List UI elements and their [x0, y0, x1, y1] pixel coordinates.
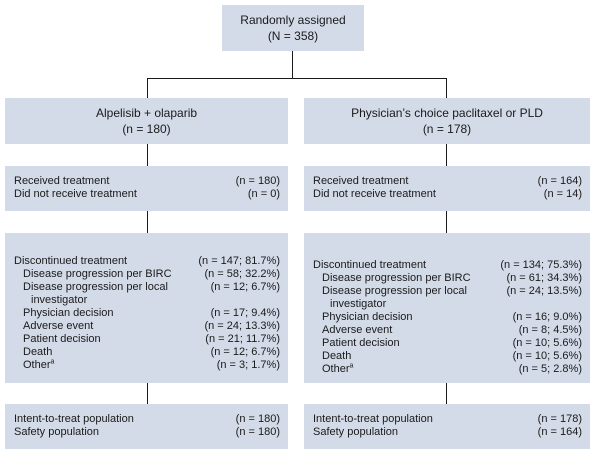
arm-right-n: (n = 178) — [422, 122, 472, 136]
arm-left-box: Alpelisib + olaparib (n = 180) — [5, 98, 288, 144]
left-reason-value: (n = 12; 6.7%) — [210, 281, 280, 293]
left-safety-label: Safety population — [14, 426, 100, 438]
right-reason-value: (n = 16; 9.0%) — [512, 311, 582, 323]
connector-right-2 — [446, 211, 447, 233]
right-received-value: (n = 164) — [537, 175, 582, 187]
left-population-box: Intent-to-treat population (n = 180) Saf… — [5, 404, 288, 449]
connector-left-down — [147, 78, 148, 98]
left-discontinued-box: Discontinued treatment (n = 147; 81.7%) … — [5, 233, 288, 383]
right-treatment-box: Received treatment (n = 164) Did not rec… — [304, 166, 590, 211]
root-title: Randomly assigned — [240, 13, 346, 27]
left-not-received-label: Did not receive treatment — [14, 188, 137, 200]
right-reason-label: Patient decision — [322, 337, 400, 349]
left-reason-label-cont: investigator — [31, 294, 88, 306]
arm-right-name: Physician’s choice paclitaxel or PLD — [351, 106, 543, 120]
left-itt-label: Intent-to-treat population — [14, 413, 134, 425]
right-reason-label-cont: investigator — [330, 298, 387, 310]
arm-left-n: (n = 180) — [122, 122, 171, 136]
right-safety-label: Safety population — [313, 426, 399, 438]
left-reason-label: Physician decision — [23, 307, 114, 319]
left-treatment-box: Received treatment (n = 180) Did not rec… — [5, 166, 288, 211]
right-not-received-value: (n = 14) — [543, 188, 582, 200]
right-reason-other: Othera — [322, 362, 354, 376]
left-reason-value: (n = 12; 6.7%) — [210, 346, 280, 358]
right-reason-value: (n = 5; 2.8%) — [518, 363, 582, 375]
right-discontinued-label: Discontinued treatment — [313, 259, 427, 271]
left-received-value: (n = 180) — [235, 175, 280, 187]
root-n: (N = 358) — [267, 29, 319, 43]
left-reason-label: Death — [23, 346, 53, 358]
left-reason-value: (n = 24; 13.3%) — [204, 320, 280, 332]
left-discontinued-label: Discontinued treatment — [14, 255, 128, 267]
right-reason-value: (n = 8; 4.5%) — [518, 324, 582, 336]
connector-right-down — [446, 78, 447, 98]
right-reason-value: (n = 10; 5.6%) — [512, 350, 582, 362]
left-reason-label: Other — [23, 359, 51, 371]
left-reason-label: Patient decision — [23, 333, 101, 345]
right-reason-label: Death — [322, 350, 352, 362]
left-reason-label: Disease progression per BIRC — [23, 268, 172, 280]
right-not-received-label: Did not receive treatment — [313, 188, 436, 200]
left-not-received-value: (n = 0) — [247, 188, 280, 200]
root-box: Randomly assigned (N = 358) — [222, 5, 364, 51]
connector-left-1 — [147, 144, 148, 166]
left-itt-value: (n = 180) — [235, 413, 280, 425]
left-discontinued-value: (n = 147; 81.7%) — [198, 255, 280, 267]
left-reason-label: Adverse event — [23, 320, 94, 332]
right-discontinued-value: (n = 134; 75.3%) — [500, 259, 582, 271]
left-reason-value: (n = 21; 11.7%) — [205, 333, 280, 345]
right-safety-value: (n = 164) — [537, 426, 582, 438]
left-reason-value: (n = 17; 9.4%) — [210, 307, 280, 319]
right-received-label: Received treatment — [313, 175, 409, 187]
left-reason-value: (n = 3; 1.7%) — [216, 359, 280, 371]
left-safety-value: (n = 180) — [235, 426, 280, 438]
right-reason-label: Disease progression per local — [322, 285, 467, 297]
right-reason-label: Other — [322, 363, 350, 375]
right-reason-label: Adverse event — [322, 324, 393, 336]
connector-left-3 — [147, 383, 148, 404]
connector-right-1 — [446, 144, 447, 166]
left-footnote-marker: a — [50, 358, 55, 366]
arm-right-box: Physician’s choice paclitaxel or PLD (n … — [304, 98, 590, 144]
right-itt-value: (n = 178) — [537, 413, 582, 425]
right-reason-label: Physician decision — [322, 311, 413, 323]
connector-horizontal — [147, 78, 447, 79]
right-reason-value: (n = 61; 34.3%) — [506, 272, 582, 284]
right-population-box: Intent-to-treat population (n = 178) Saf… — [304, 404, 590, 449]
left-reason-label: Disease progression per local — [23, 281, 168, 293]
right-discontinued-box: Discontinued treatment (n = 134; 75.3%) … — [304, 233, 590, 383]
right-reason-value: (n = 24; 13.5%) — [506, 285, 582, 297]
left-reason-other: Othera — [23, 358, 55, 372]
left-reason-value: (n = 58; 32.2%) — [204, 268, 280, 280]
right-reason-label: Disease progression per BIRC — [322, 272, 471, 284]
arm-left-name: Alpelisib + olaparib — [95, 106, 198, 120]
right-reason-value: (n = 10; 5.6%) — [512, 337, 582, 349]
right-footnote-marker: a — [349, 362, 354, 370]
connector-left-2 — [147, 211, 148, 233]
right-itt-label: Intent-to-treat population — [313, 413, 433, 425]
connector-right-3 — [446, 383, 447, 404]
connector-root-down — [292, 51, 293, 79]
left-received-label: Received treatment — [14, 175, 110, 187]
